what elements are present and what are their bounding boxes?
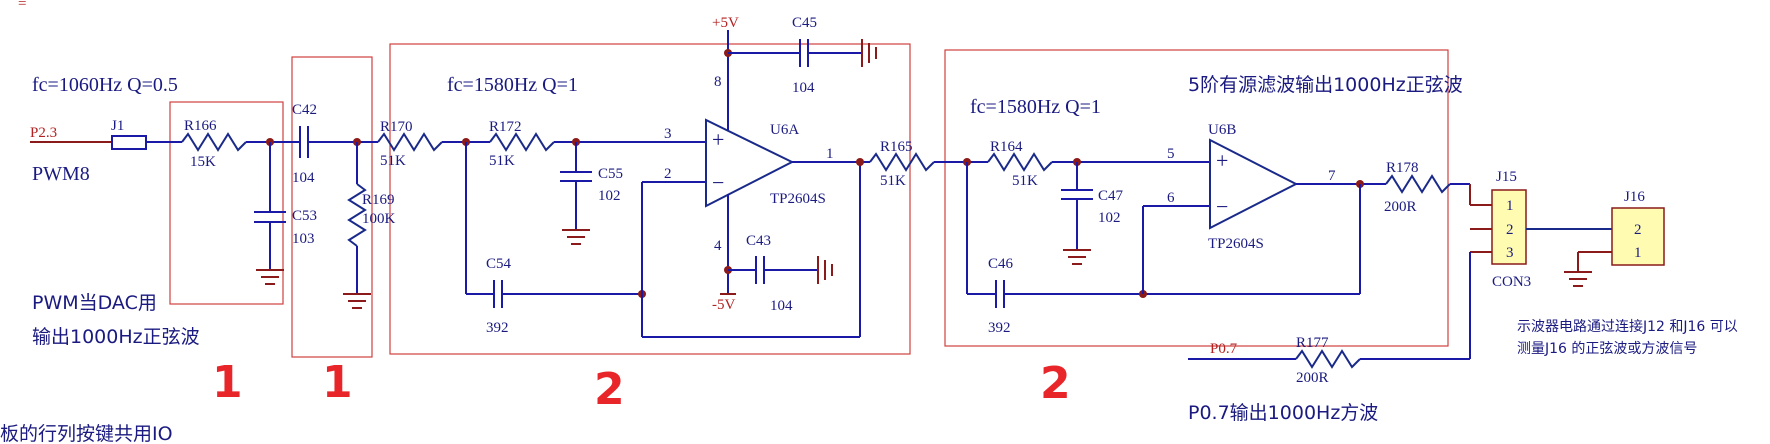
r172-label: R172: [489, 119, 522, 135]
title5-label: 5阶有源滤波输出1000Hz正弦波: [1188, 74, 1463, 96]
bottom-left-label: 板的行列按键共用IO: [0, 423, 173, 444]
c46-value: 392: [988, 320, 1011, 336]
pwm-dac-label: PWM当DAC用: [32, 292, 157, 314]
u6a-plus: +: [712, 127, 724, 152]
c43-value: 104: [770, 298, 793, 314]
fc1-label: fc=1060Hz Q=0.5: [32, 74, 178, 96]
section-box-2a: [389, 43, 911, 355]
r165-value: 51K: [880, 173, 906, 189]
r166-resistor: [181, 132, 247, 152]
input-section: [30, 126, 378, 309]
c54-label: C54: [486, 256, 512, 272]
u6a-label: U6A: [770, 122, 799, 138]
u6b-pin7: 7: [1328, 168, 1336, 184]
c47-label: C47: [1098, 188, 1124, 204]
u6a-pin4: 4: [714, 238, 722, 254]
p07-out-label: P0.7输出1000Hz方波: [1188, 402, 1378, 424]
hand-annotation-1: 1: [212, 357, 243, 408]
r178-value: 200R: [1384, 199, 1417, 215]
j15-pin3: 3: [1506, 245, 1514, 261]
c53-value: 103: [292, 231, 315, 247]
stage-u6a: [377, 30, 877, 338]
u6a-pin1: 1: [826, 146, 834, 162]
r170-resistor: [377, 132, 443, 152]
out-sine-label: 输出1000Hz正弦波: [32, 326, 200, 348]
stage-u6b: [966, 138, 1492, 308]
r177-label: R177: [1296, 335, 1329, 351]
j16-pin2: 2: [1634, 222, 1642, 238]
u6b-minus: −: [1216, 194, 1228, 219]
section-box-1a: [169, 101, 284, 305]
u6a-pin8: 8: [714, 74, 722, 90]
c55-value: 102: [598, 188, 621, 204]
r165-label: R165: [880, 139, 913, 155]
j15-pin1: 1: [1506, 198, 1514, 214]
c46-label: C46: [988, 256, 1014, 272]
r169-resistor: [347, 183, 367, 247]
connectors: [1188, 189, 1665, 369]
r164-value: 51K: [1012, 173, 1038, 189]
r172-resistor: [489, 132, 555, 152]
j16-pin1: 1: [1634, 245, 1642, 261]
r169-label: R169: [362, 192, 395, 208]
u6b-pin5: 5: [1167, 146, 1175, 162]
r170-label: R170: [380, 119, 413, 135]
c53-label: C53: [292, 208, 317, 224]
u6b-pin6: 6: [1167, 190, 1175, 206]
r164-label: R164: [990, 139, 1023, 155]
c43-label: C43: [746, 233, 771, 249]
u6a-opamp: [705, 118, 795, 208]
corner-mark: =: [18, 0, 26, 12]
r164-resistor: [987, 152, 1053, 172]
j15-connector: [1491, 189, 1527, 265]
c45-label: C45: [792, 15, 817, 31]
u6b-label: U6B: [1208, 122, 1236, 138]
r177-resistor: [1295, 349, 1361, 369]
u6a-pin3: 3: [664, 126, 672, 142]
fc3-label: fc=1580Hz Q=1: [970, 96, 1101, 118]
r166-value: 15K: [190, 154, 216, 170]
p23-net: P2.3: [30, 125, 57, 141]
con3-label: CON3: [1492, 274, 1531, 290]
r170-value: 51K: [380, 153, 406, 169]
hand-annotation-2: 1: [322, 357, 353, 408]
r169-value: 100K: [362, 211, 396, 227]
r165-resistor: [869, 152, 935, 172]
r166-label: R166: [184, 118, 217, 134]
c54-value: 392: [486, 320, 509, 336]
pwm8-label: PWM8: [32, 163, 90, 185]
j15-pin2: 2: [1506, 222, 1514, 238]
j1-label: J1: [111, 118, 124, 134]
p07-net: P0.7: [1210, 341, 1238, 357]
c55-label: C55: [598, 166, 623, 182]
minus5v-label: -5V: [712, 297, 735, 313]
j1-fuse: [111, 135, 147, 150]
r177-value: 200R: [1296, 370, 1329, 386]
u6a-pin2: 2: [664, 166, 672, 182]
scope-note-line2: 测量J16 的正弦波或方波信号: [1517, 341, 1697, 357]
c47-value: 102: [1098, 210, 1121, 226]
c42-value: 104: [292, 170, 315, 186]
u6b-plus: +: [1216, 148, 1228, 173]
u6b-part: TP2604S: [1208, 236, 1264, 252]
j15-label: J15: [1496, 169, 1517, 185]
u6a-part: TP2604S: [770, 191, 826, 207]
j16-label: J16: [1624, 189, 1645, 205]
u6a-minus: −: [712, 170, 724, 195]
hand-annotation-3: 2: [594, 364, 625, 415]
j16-connector: [1611, 207, 1665, 266]
plus5v-label: +5V: [712, 15, 739, 31]
c45-value: 104: [792, 80, 815, 96]
scope-note-line1: 示波器电路通过连接J12 和J16 可以: [1517, 318, 1738, 335]
section-box-1b: [291, 56, 373, 358]
fc2-label: fc=1580Hz Q=1: [447, 74, 578, 96]
c42-label: C42: [292, 102, 317, 118]
hand-annotation-4: 2: [1040, 358, 1071, 409]
r178-resistor: [1385, 174, 1451, 194]
r172-value: 51K: [489, 153, 515, 169]
u6b-opamp: [1209, 138, 1299, 230]
r178-label: R178: [1386, 160, 1419, 176]
section-box-2b: [944, 49, 1449, 347]
